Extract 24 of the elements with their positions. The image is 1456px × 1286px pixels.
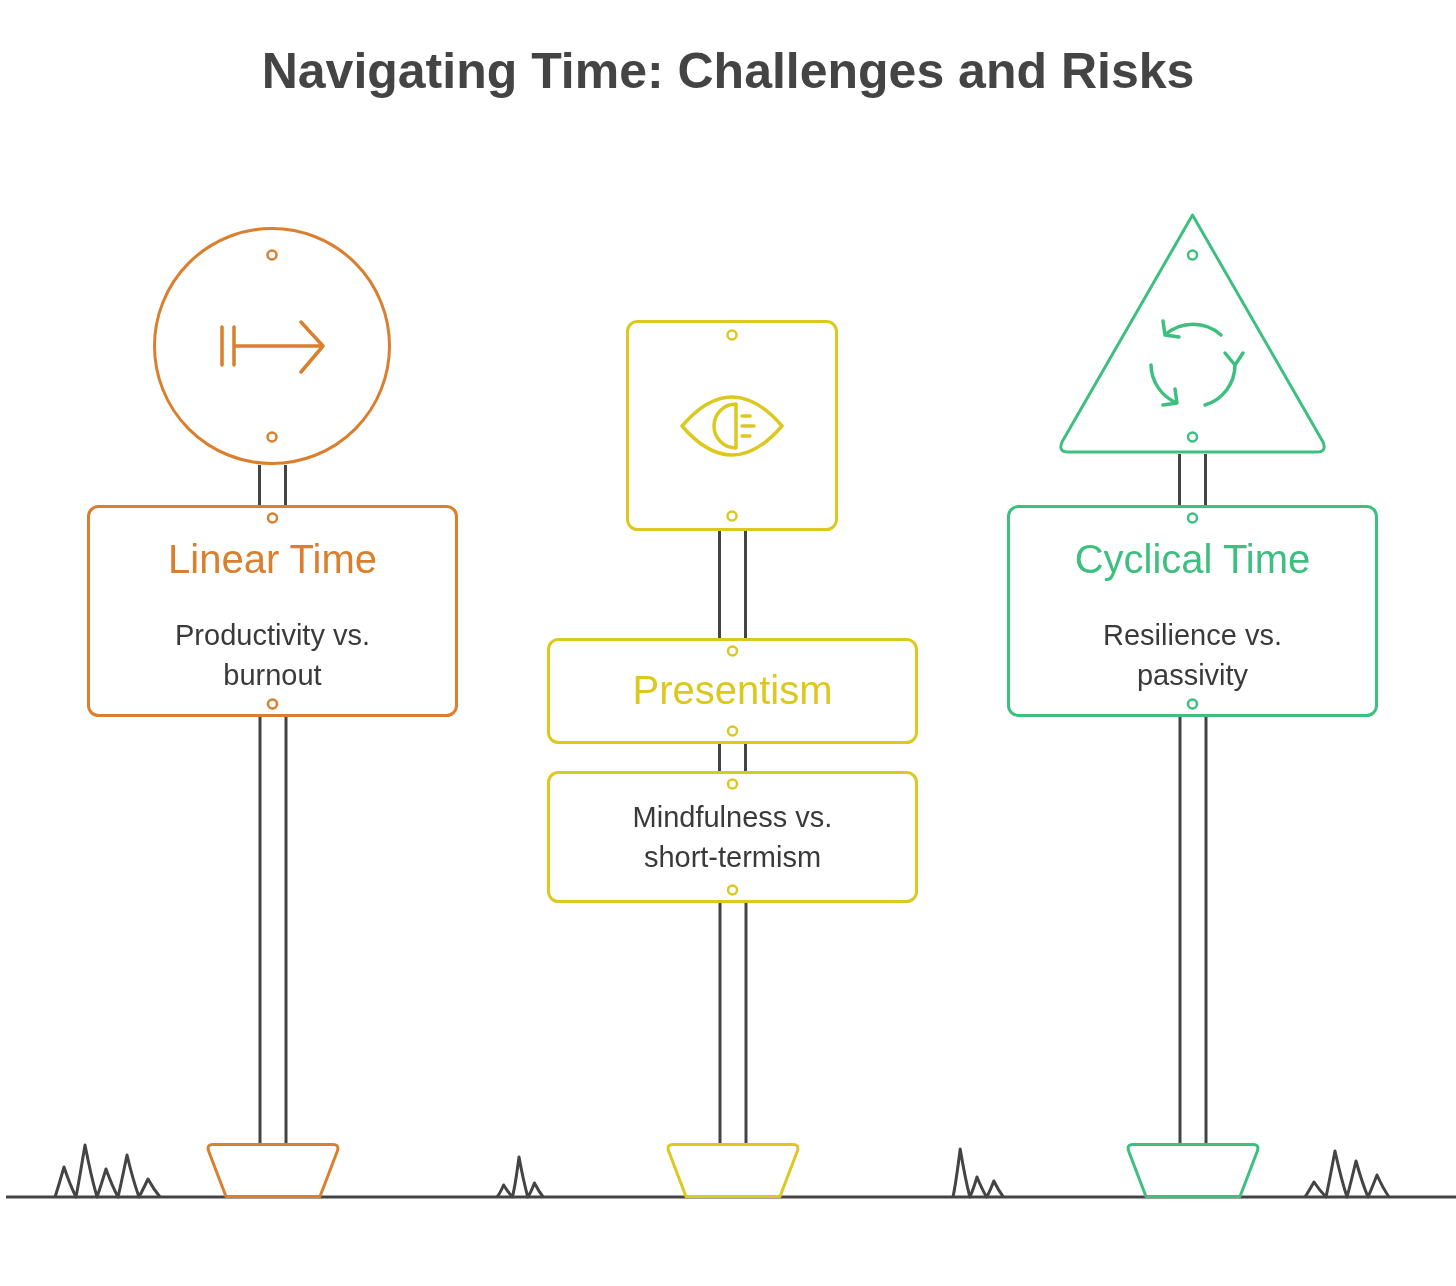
sign-post — [258, 465, 287, 505]
sign-heading: Presentism — [632, 668, 833, 713]
sign-text: Resilience vs. passivity — [1102, 618, 1283, 693]
circle-sign — [153, 227, 391, 465]
post-base — [205, 1143, 341, 1198]
title: Navigating Time: Challenges and Risks — [260, 42, 1196, 100]
sign-heading: Linear Time — [168, 537, 377, 582]
sign-post — [718, 531, 747, 638]
sign-post — [258, 717, 288, 1143]
sign-board — [547, 638, 918, 744]
sign-text: Productivity vs. burnout — [174, 618, 371, 693]
post-base — [665, 1143, 801, 1198]
sign-board — [547, 771, 918, 903]
sign-board — [1007, 505, 1378, 717]
sign-post — [718, 903, 748, 1143]
sign-heading: Cyclical Time — [1074, 537, 1311, 582]
sign-text: Mindfulness vs. short-termism — [631, 800, 834, 875]
square-sign — [626, 320, 838, 531]
post-base — [1125, 1143, 1261, 1198]
sign-post — [718, 744, 747, 771]
sign-post — [1178, 454, 1207, 505]
sign-post — [1178, 717, 1208, 1143]
triangle-sign — [1058, 212, 1327, 454]
sign-board — [87, 505, 458, 717]
